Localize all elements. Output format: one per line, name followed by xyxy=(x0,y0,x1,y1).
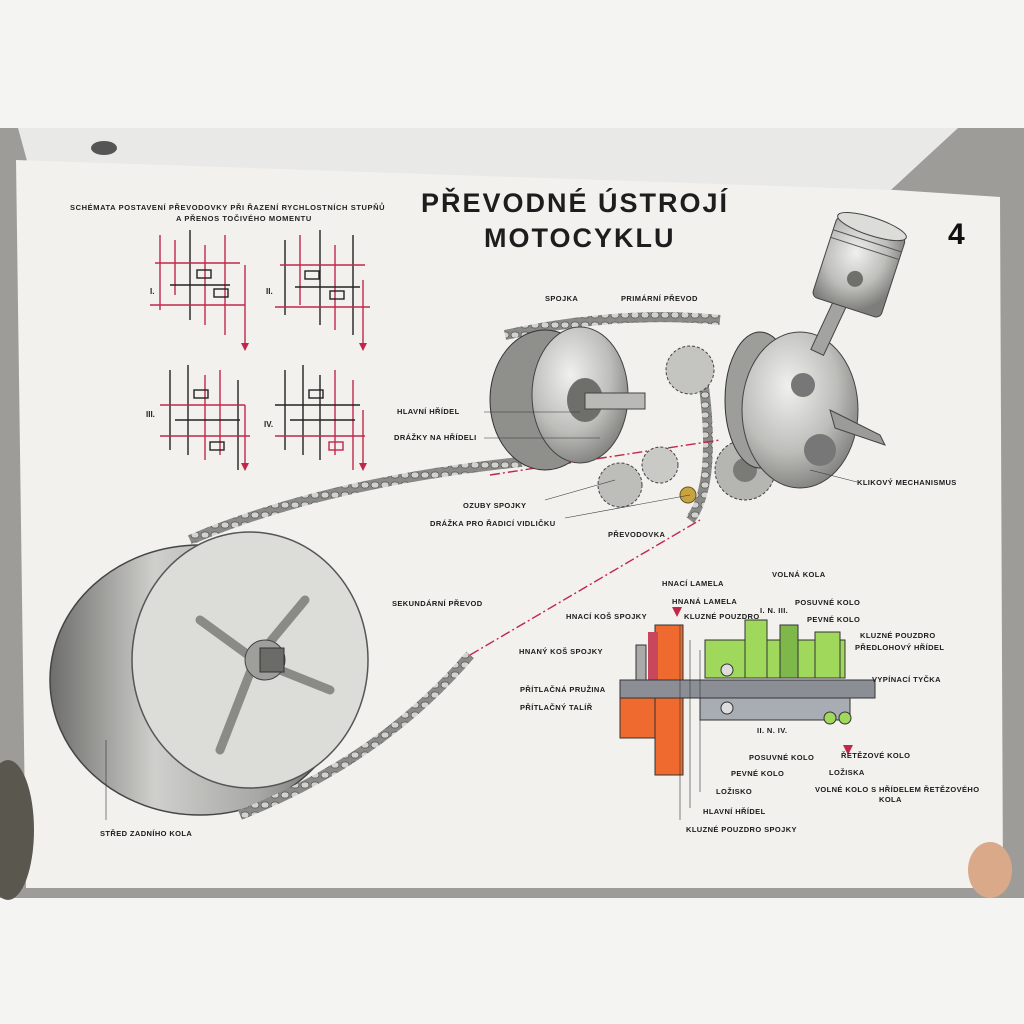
punch-hole xyxy=(91,141,117,155)
axis-lines xyxy=(469,439,721,656)
gearbox-gears xyxy=(597,345,776,508)
gear-schematics xyxy=(150,230,370,471)
gearbox-section xyxy=(619,607,876,776)
clutch-drum xyxy=(489,326,646,471)
rear-sprocket xyxy=(49,531,369,816)
hand xyxy=(968,842,1012,898)
leader-lines xyxy=(105,411,858,820)
schematic-1 xyxy=(150,230,249,351)
schematic-4 xyxy=(275,365,367,471)
schematic-3 xyxy=(160,365,250,471)
crank-mechanism xyxy=(724,212,907,489)
left-edge-object xyxy=(0,760,34,900)
schematic-2 xyxy=(275,230,370,351)
